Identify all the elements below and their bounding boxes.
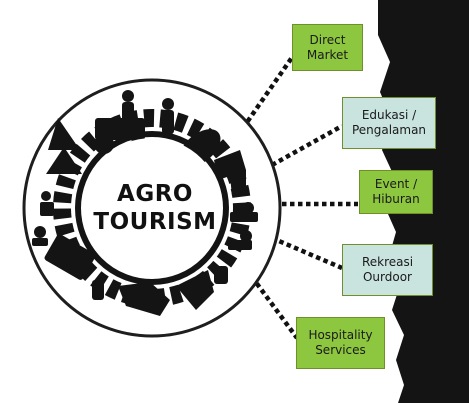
box-hospitality-services: Hospitality Services <box>296 317 385 369</box>
box-edukasi-pengalaman: Edukasi / Pengalaman <box>342 97 436 149</box>
center-disk <box>82 138 222 278</box>
box-direct-market: Direct Market <box>292 24 363 71</box>
connector-direct-market <box>241 54 295 130</box>
center-title: AGRO TOURISM <box>60 180 250 236</box>
connector-rekreasi <box>271 235 343 271</box>
crate-silhouette <box>44 234 96 280</box>
tree-silhouette <box>46 118 82 174</box>
harvest-silhouette <box>118 282 170 316</box>
connector-hospitality <box>250 275 299 340</box>
center-title-line2: TOURISM <box>93 209 217 235</box>
box-rekreasi-ourdoor: Rekreasi Ourdoor <box>342 244 433 296</box>
center-title-line1: AGRO <box>117 181 193 207</box>
connector-edukasi <box>270 124 344 167</box>
cow-silhouette <box>214 150 246 196</box>
box-event-hiburan: Event / Hiburan <box>359 170 433 214</box>
connector-lines <box>241 54 358 340</box>
